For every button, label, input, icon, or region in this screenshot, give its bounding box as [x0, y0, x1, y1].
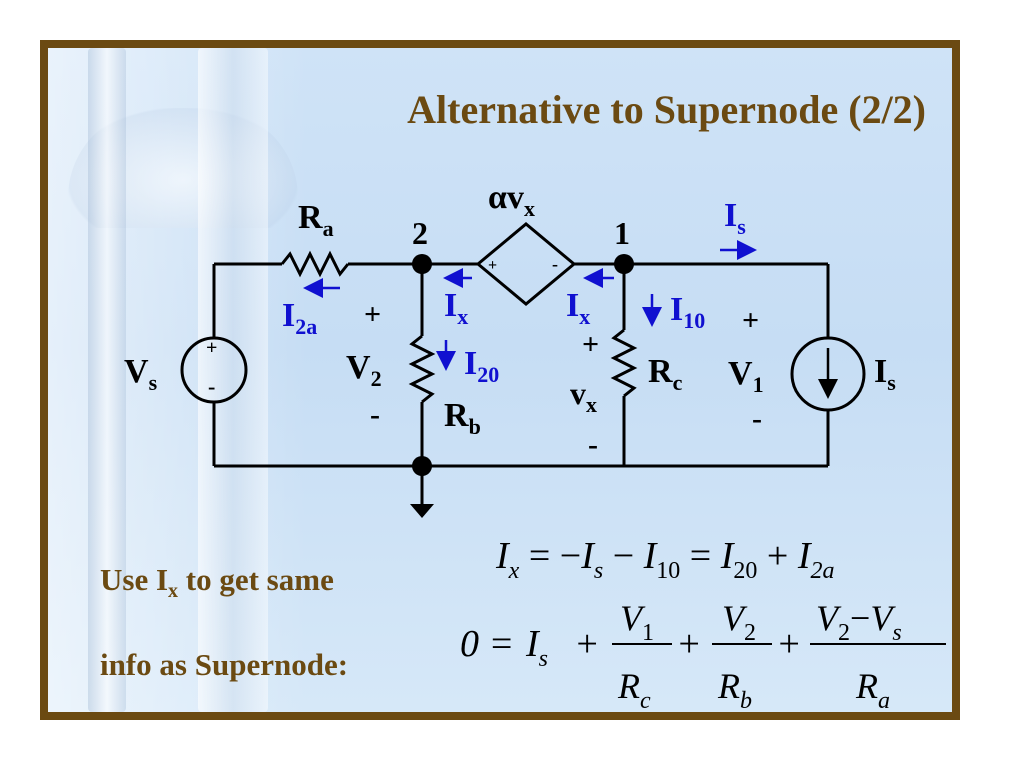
resistor-ra: [280, 250, 350, 278]
eq2-lhs: 0 =: [460, 623, 514, 665]
ix-current-label-left: Ix: [444, 287, 468, 329]
svg-text:Ix = −Is − I10 = I20 + I2a: Ix = −Is − I10 = I20 + I2a: [495, 535, 834, 584]
node-2-dot: [412, 254, 432, 274]
eq2-plus-3: +: [776, 623, 802, 665]
node-1-dot: [614, 254, 634, 274]
note-line-1: Use Ix to get same: [100, 562, 334, 603]
equation-2: 0 = Is + V1 Rc + V2 Rb + V2−Vs Ra: [460, 598, 946, 712]
eq1-term: I: [495, 535, 511, 577]
frac2-num: V2: [722, 598, 756, 646]
column-shaft-decoration: [88, 48, 126, 712]
is-current-label: Is: [724, 197, 746, 239]
vs-minus: -: [208, 374, 215, 399]
slide-frame: Alternative to Supernode (2/2): [40, 40, 960, 720]
supernode-note: Use Ix to get same info as Supernode:: [100, 543, 348, 702]
v1-minus: -: [752, 402, 762, 435]
v2-minus: -: [370, 398, 380, 431]
v1-plus: +: [742, 304, 759, 337]
slide-title: Alternative to Supernode (2/2): [407, 87, 926, 132]
source-minus: -: [552, 254, 558, 274]
eq2-is: Is: [525, 623, 548, 672]
node-1-label: 1: [614, 215, 630, 251]
column-background-decoration: [48, 48, 308, 712]
ix-current-label-right: Ix: [566, 287, 590, 329]
vx-minus: -: [588, 428, 598, 461]
v1-label: V1: [728, 355, 764, 397]
rb-label: Rb: [444, 397, 481, 439]
source-plus: +: [488, 257, 497, 274]
v2-plus: +: [364, 298, 381, 331]
node-2-label: 2: [412, 215, 428, 251]
ground-symbol: [410, 504, 434, 518]
equation-1: Ix = −Is − I10 = I20 + I2a: [495, 535, 834, 584]
resistor-rb: [408, 334, 436, 404]
frac3-den: Ra: [855, 666, 890, 712]
frac1-den: Rc: [617, 666, 651, 712]
vx-label: vx: [570, 375, 597, 417]
eq2-plus-2: +: [676, 623, 702, 665]
rc-label: Rc: [648, 353, 683, 395]
resistor-rc: [610, 328, 638, 398]
i2a-current-label: I2a: [282, 297, 317, 339]
ground-node-dot: [412, 456, 432, 476]
vs-plus: +: [206, 337, 217, 359]
vx-plus: +: [582, 328, 599, 361]
frac3-num: V2−Vs: [816, 598, 902, 646]
i10-current-label: I10: [670, 291, 705, 333]
vs-label: Vs: [124, 353, 158, 395]
v2-label: V2: [346, 349, 382, 391]
ra-label: Ra: [298, 199, 334, 241]
frac1-num: V1: [620, 598, 654, 646]
i20-current-label: I20: [464, 345, 499, 387]
frac2-den: Rb: [717, 666, 752, 712]
column-shaft-decoration: [198, 48, 268, 712]
note-line-2: info as Supernode:: [100, 647, 349, 683]
current-labels: Is I2a Ix Ix I20 I10: [282, 197, 746, 387]
source-label: αvx: [488, 179, 535, 221]
is-label: Is: [874, 353, 896, 395]
eq2-plus-1: +: [574, 623, 600, 665]
circuit-diagram: αvx + - 2 1 Ra Rb Rc Vs + - + V2 - + vx …: [124, 179, 946, 712]
